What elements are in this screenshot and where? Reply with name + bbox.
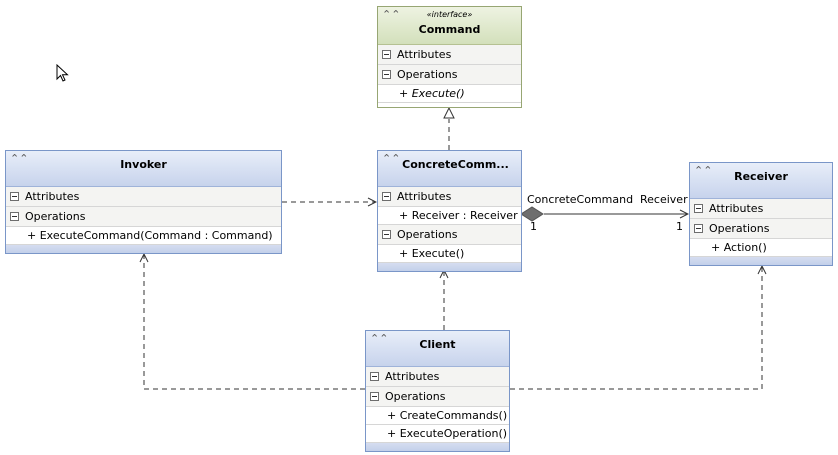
minus-box-icon[interactable]	[382, 49, 391, 59]
class-header[interactable]: ⌃⌃ Invoker	[6, 151, 281, 187]
class-command[interactable]: ⌃⌃ «interface» Command Attributes Operat…	[377, 6, 522, 108]
minus-box-icon[interactable]	[10, 211, 19, 221]
class-header[interactable]: ⌃⌃ «interface» Command	[378, 7, 521, 45]
class-header[interactable]: ⌃⌃ Client	[366, 331, 509, 367]
association-source-role: ConcreteCommand	[527, 193, 634, 206]
collapse-icon[interactable]: ⌃⌃	[694, 164, 713, 177]
operations-label: Operations	[709, 222, 770, 235]
class-footer	[366, 443, 509, 451]
attributes-section-toggle[interactable]: Attributes	[378, 187, 521, 207]
class-name: Command	[418, 23, 481, 36]
attributes-label: Attributes	[385, 370, 440, 383]
minus-box-icon[interactable]	[694, 203, 703, 213]
class-header[interactable]: ⌃⌃ ConcreteComm...	[378, 151, 521, 187]
collapse-icon[interactable]: ⌃⌃	[370, 332, 389, 345]
client-to-receiver-dependency-line[interactable]	[510, 266, 762, 390]
class-name: Invoker	[120, 158, 167, 171]
operations-section-toggle[interactable]: Operations	[378, 65, 521, 85]
minus-box-icon[interactable]	[694, 223, 703, 233]
operation-item[interactable]: + Execute()	[378, 245, 521, 263]
class-client[interactable]: ⌃⌃ Client Attributes Operations + Create…	[365, 330, 510, 452]
operation-item[interactable]: + Action()	[690, 239, 832, 257]
minus-box-icon[interactable]	[382, 229, 391, 239]
minus-box-icon[interactable]	[370, 391, 379, 401]
attributes-label: Attributes	[397, 48, 452, 61]
collapse-icon[interactable]: ⌃⌃	[382, 8, 401, 21]
operations-label: Operations	[25, 210, 86, 223]
minus-box-icon[interactable]	[370, 371, 379, 381]
operations-section-toggle[interactable]: Operations	[6, 207, 281, 227]
minus-box-icon[interactable]	[10, 191, 19, 201]
realization-arrowhead	[443, 106, 455, 119]
attributes-section-toggle[interactable]: Attributes	[690, 199, 832, 219]
attributes-label: Attributes	[25, 190, 80, 203]
class-name: Receiver	[734, 170, 788, 183]
operation-item[interactable]: + Execute()	[378, 85, 521, 103]
collapse-icon[interactable]: ⌃⌃	[382, 152, 401, 165]
composition-diamond	[520, 206, 544, 222]
association-target-role: Receiver	[640, 193, 688, 206]
attribute-item[interactable]: + Receiver : Receiver	[378, 207, 521, 225]
operation-item[interactable]: + ExecuteOperation()	[366, 425, 509, 443]
class-name: ConcreteComm...	[402, 158, 509, 171]
class-footer	[378, 263, 521, 271]
attributes-section-toggle[interactable]: Attributes	[6, 187, 281, 207]
attributes-section-toggle[interactable]: Attributes	[366, 367, 509, 387]
class-header[interactable]: ⌃⌃ Receiver	[690, 163, 832, 199]
stereotype-label: «interface»	[426, 10, 473, 19]
minus-box-icon[interactable]	[382, 69, 391, 79]
operation-item[interactable]: + ExecuteCommand(Command : Command)	[6, 227, 281, 245]
operation-item[interactable]: + CreateCommands()	[366, 407, 509, 425]
class-concrete-command[interactable]: ⌃⌃ ConcreteComm... Attributes + Receiver…	[377, 150, 522, 272]
operations-section-toggle[interactable]: Operations	[378, 225, 521, 245]
association-target-multiplicity: 1	[676, 220, 683, 233]
attributes-section-toggle[interactable]: Attributes	[378, 45, 521, 65]
class-receiver[interactable]: ⌃⌃ Receiver Attributes Operations + Acti…	[689, 162, 833, 266]
class-name: Client	[419, 338, 456, 351]
class-footer	[690, 257, 832, 265]
operations-label: Operations	[397, 68, 458, 81]
class-footer	[6, 245, 281, 253]
attributes-label: Attributes	[709, 202, 764, 215]
class-footer	[378, 103, 521, 107]
operations-section-toggle[interactable]: Operations	[690, 219, 832, 239]
class-invoker[interactable]: ⌃⌃ Invoker Attributes Operations + Execu…	[5, 150, 282, 254]
operations-section-toggle[interactable]: Operations	[366, 387, 509, 407]
client-to-invoker-dependency-line[interactable]	[144, 254, 365, 390]
minus-box-icon[interactable]	[382, 191, 391, 201]
operations-label: Operations	[397, 228, 458, 241]
attributes-label: Attributes	[397, 190, 452, 203]
collapse-icon[interactable]: ⌃⌃	[10, 152, 29, 165]
mouse-pointer-icon	[56, 64, 69, 82]
operations-label: Operations	[385, 390, 446, 403]
association-source-multiplicity: 1	[530, 220, 537, 233]
